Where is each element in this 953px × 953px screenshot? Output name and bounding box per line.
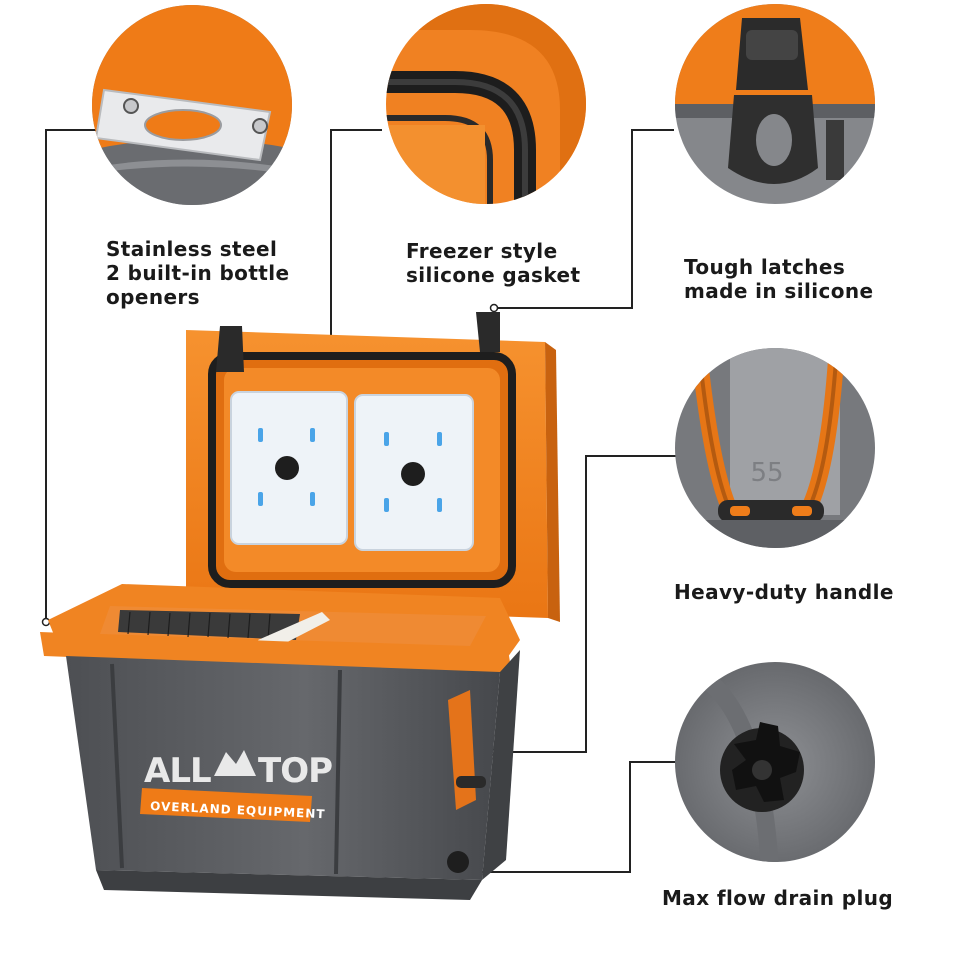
caption-gasket: Freezer style silicone gasket xyxy=(406,239,580,287)
caption-line: 2 built-in bottle xyxy=(106,261,290,285)
caption-line: silicone gasket xyxy=(406,263,581,287)
caption-line: Freezer style xyxy=(406,239,558,263)
caption-line: Max flow drain plug xyxy=(662,886,894,910)
detail-drain-plug xyxy=(675,662,875,862)
detail-handle xyxy=(675,348,875,548)
caption-latches: Tough latches made in silicone xyxy=(684,255,874,303)
cooler xyxy=(40,312,560,900)
ice-pack-right xyxy=(354,394,474,551)
caption-drain-plug: Max flow drain plug xyxy=(662,886,893,910)
caption-handle: Heavy-duty handle xyxy=(674,580,894,604)
caption-line: made in silicone xyxy=(684,279,874,303)
leader-lines xyxy=(45,129,676,873)
svg-text:ALL: ALL xyxy=(144,751,211,791)
svg-text:TOP: TOP xyxy=(258,751,332,791)
caption-line: Stainless steel xyxy=(106,237,278,261)
ice-pack-left xyxy=(230,391,348,545)
detail-latch xyxy=(675,4,875,204)
detail-bottle-opener xyxy=(92,5,292,205)
caption-line: Heavy-duty handle xyxy=(674,580,894,604)
caption-bottle-openers: Stainless steel 2 built-in bottle opener… xyxy=(106,237,289,309)
brand-logo: ALL TOP OVERLAND EQUIPMENT xyxy=(140,750,333,822)
detail-gasket xyxy=(386,4,586,204)
handle-capacity-mark: 55 xyxy=(750,458,783,488)
caption-line: Tough latches xyxy=(684,255,846,279)
caption-line: openers xyxy=(106,285,200,309)
